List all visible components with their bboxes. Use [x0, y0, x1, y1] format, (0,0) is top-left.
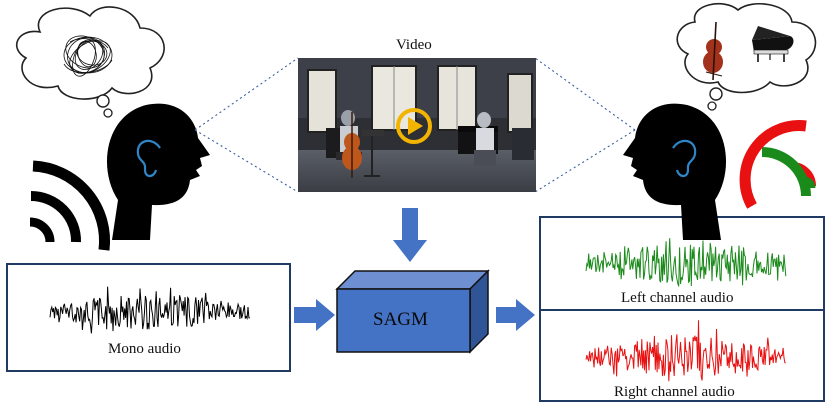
- play-icon[interactable]: [396, 108, 432, 144]
- stereo-audio-box: [539, 216, 825, 402]
- video-label: Video: [396, 37, 432, 53]
- stereo-sound-waves-icon: [739, 120, 816, 209]
- video-to-sagm-arrow: [393, 208, 427, 262]
- right-head-icon: [623, 103, 727, 240]
- mono-audio-label: Mono audio: [108, 341, 181, 357]
- instruments-thought-icon: [703, 21, 794, 81]
- mono-waveform: [49, 286, 250, 334]
- left-head-icon: [106, 103, 210, 240]
- left-thought-bubble: [15, 6, 165, 118]
- sagm-label: SAGM: [373, 309, 428, 330]
- left-sound-waves-icon: [29, 160, 111, 251]
- tangled-thought-icon: [63, 35, 113, 77]
- right-channel-waveform: [585, 320, 786, 382]
- left-channel-waveform: [585, 238, 787, 287]
- sagm-to-stereo-arrow: [496, 299, 535, 331]
- video-projection-lines: [194, 57, 636, 193]
- sagm-block: [335, 269, 490, 354]
- left-channel-label: Left channel audio: [621, 290, 734, 306]
- mono-to-sagm-arrow: [294, 299, 335, 331]
- video-frame: [298, 58, 536, 192]
- right-thought-bubble: [676, 2, 817, 111]
- right-channel-label: Right channel audio: [614, 384, 735, 400]
